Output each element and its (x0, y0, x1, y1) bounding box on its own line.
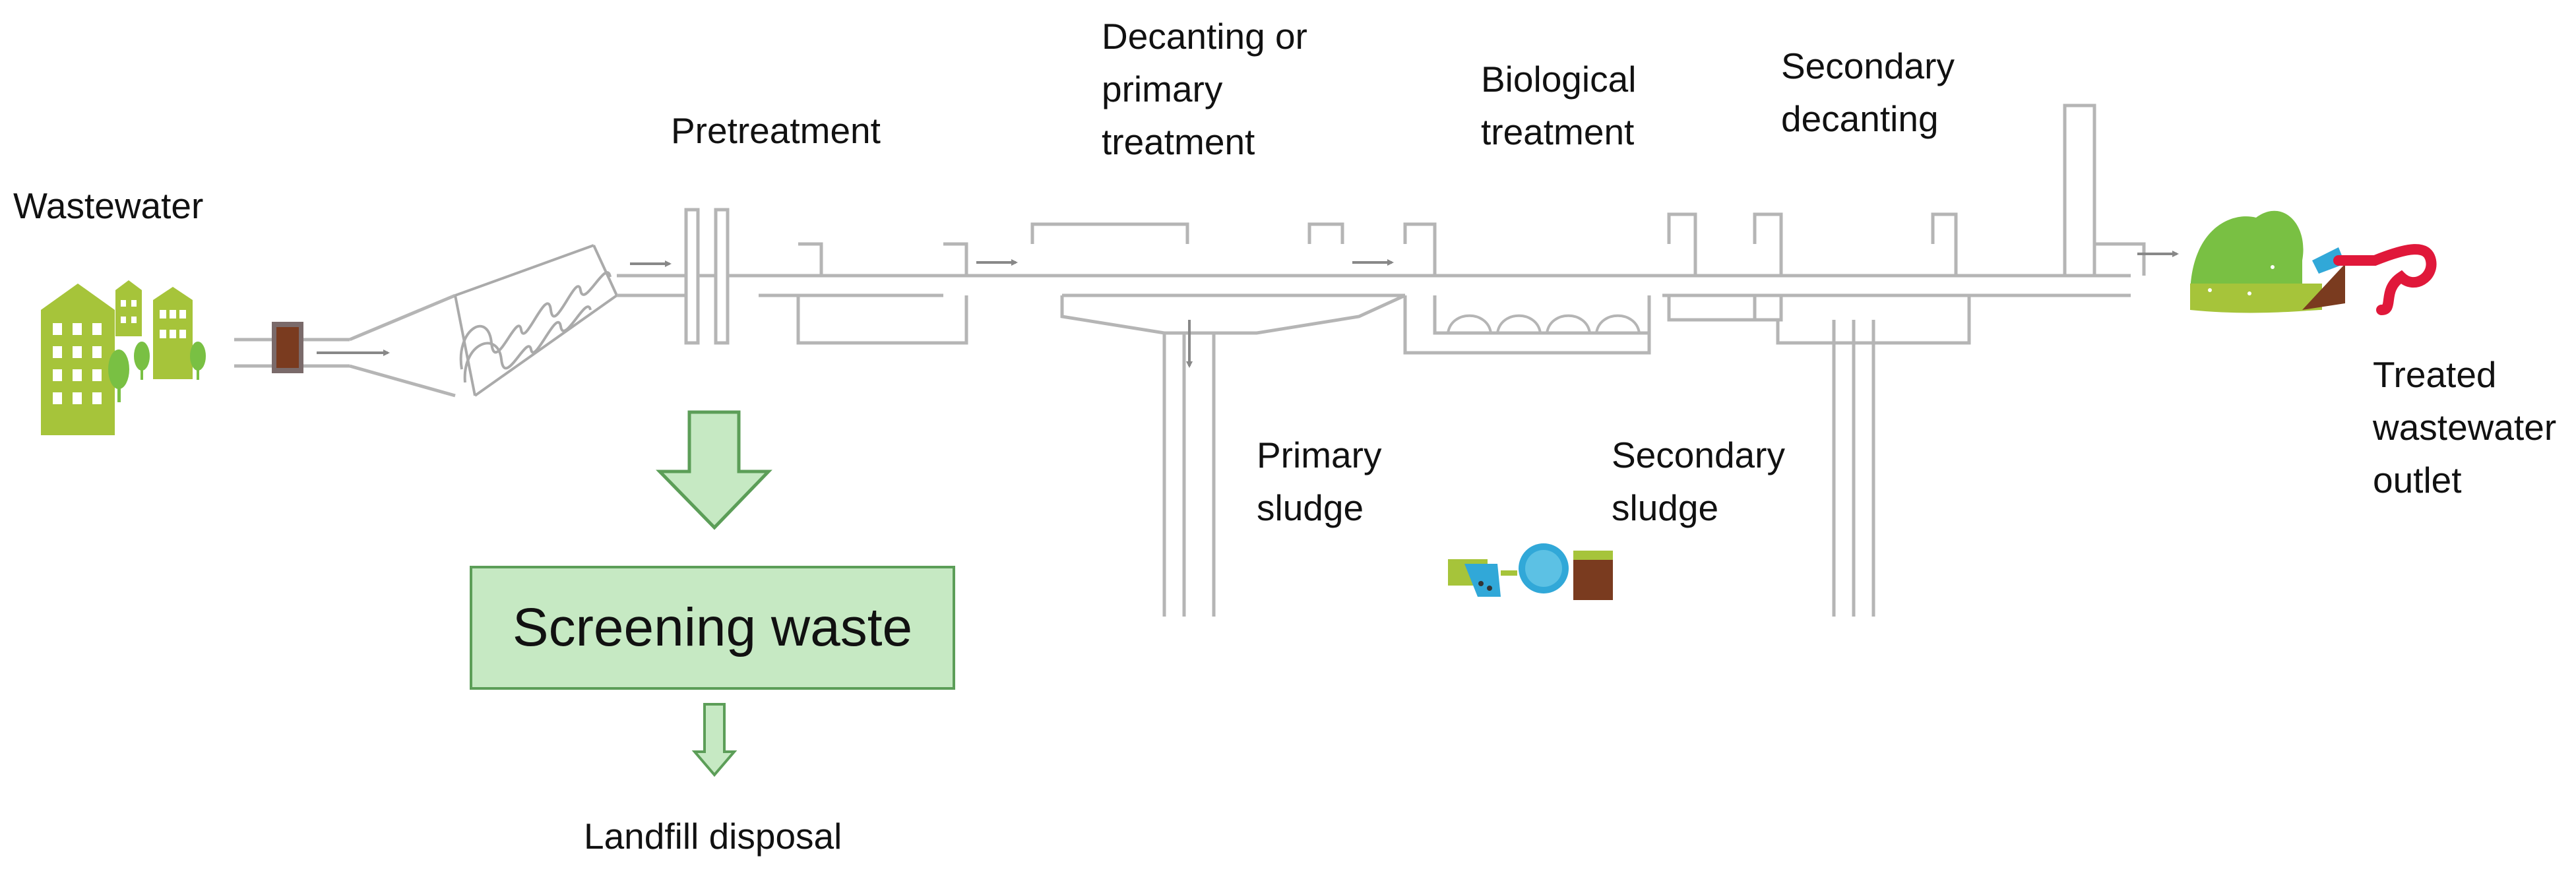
wastewater-label: Wastewater (13, 185, 204, 226)
main-pipeline (617, 104, 2146, 355)
aeration-diffusers (1447, 314, 1641, 334)
pretreatment-label: Pretreatment (671, 110, 881, 151)
down-arrow-landfill (691, 703, 738, 777)
hose-icon (2312, 244, 2437, 315)
primary-sludge-pipe (1162, 333, 1216, 617)
screen-grate-icon (272, 322, 303, 373)
landfill-disposal-label: Landfill disposal (584, 816, 842, 857)
secondary-sludge-pipe (1832, 320, 1875, 617)
city-buildings-icon (41, 280, 206, 435)
down-arrow-screening (656, 410, 772, 530)
secondary-sludge-label: Secondary sludge (1612, 435, 1785, 528)
screening-waste-box: Screening waste (470, 566, 955, 690)
sludge-treatment-icon (1448, 543, 1613, 600)
treated-outlet-label: Treated wastewater outlet (2373, 354, 2557, 500)
landscape-irrigation-icon (2190, 210, 2345, 313)
primary-sludge-label: Primary sludge (1257, 435, 1382, 528)
screw-conveyor-icon (454, 244, 618, 397)
biological-treatment-label: Biological treatment (1481, 59, 1637, 152)
inlet-pipe (234, 293, 456, 398)
decanting-label: Decanting or primary treatment (1102, 16, 1307, 162)
screening-waste-label: Screening waste (512, 597, 913, 657)
secondary-decanting-label: Secondary decanting (1781, 45, 1955, 139)
